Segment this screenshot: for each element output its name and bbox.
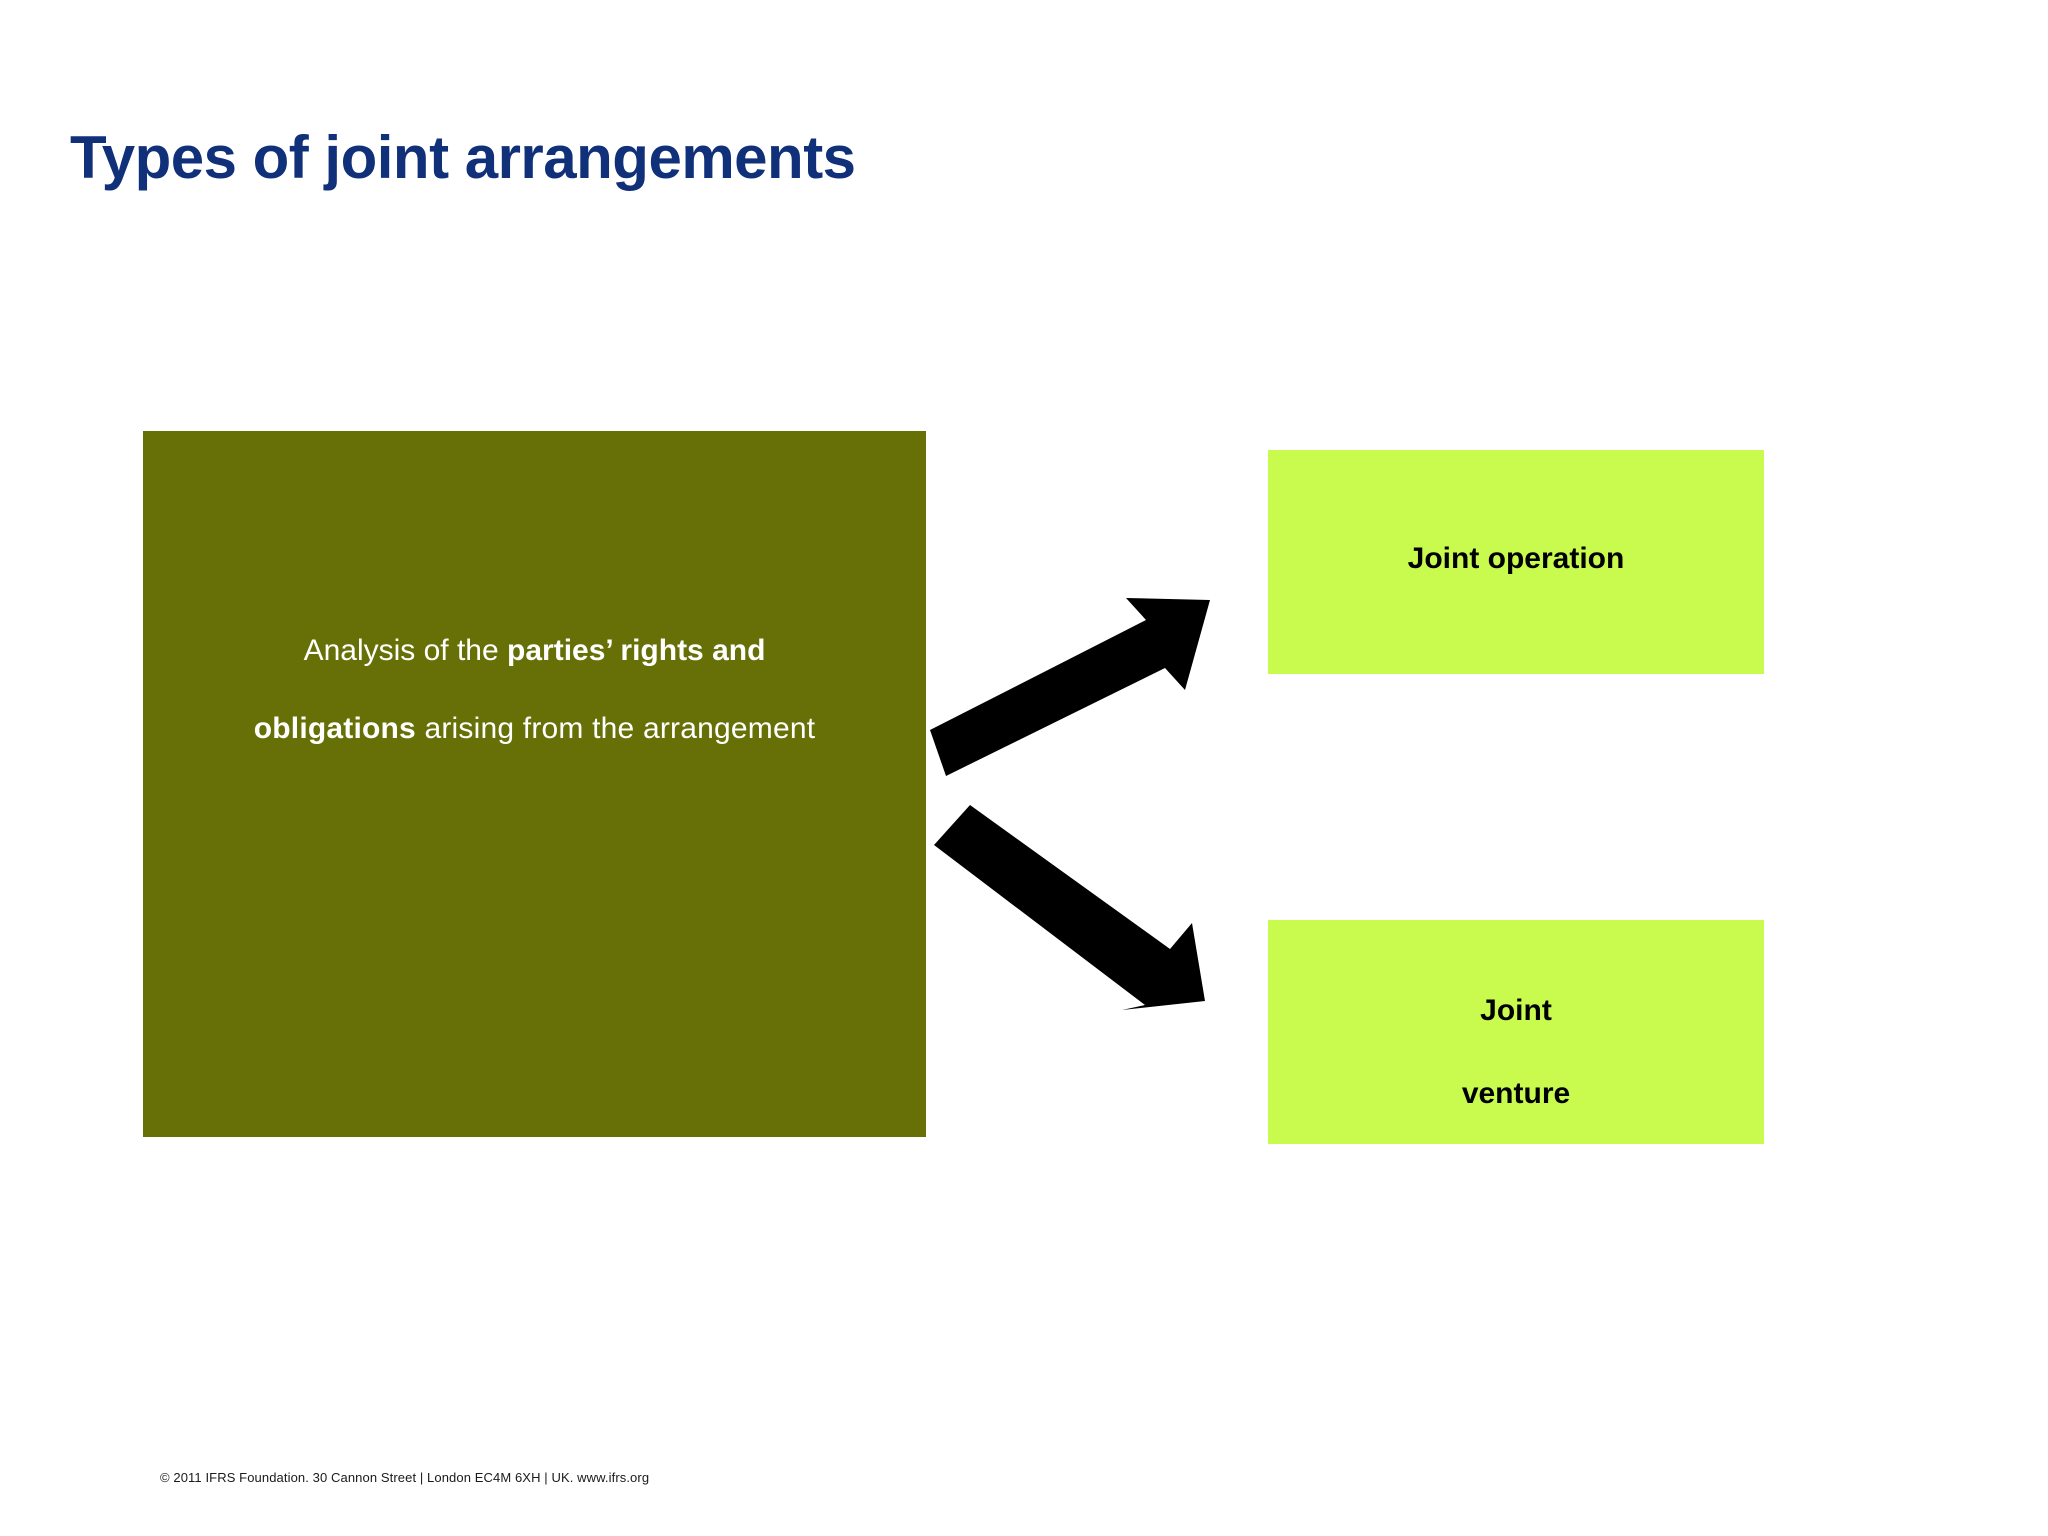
footer-copyright: © 2011 IFRS Foundation. 30 Cannon Street… <box>160 1470 650 1485</box>
source-analysis-line-1: Analysis of the parties’ rights and <box>157 636 912 666</box>
outcome-label-joint-operation: Joint operation <box>1407 542 1625 575</box>
page-title: Types of joint arrangements <box>70 124 856 191</box>
source-analysis-line-2-bold: obligations <box>253 712 416 745</box>
arrow-up-right-icon <box>930 580 1230 780</box>
source-analysis-text: Analysis of the parties’ rights and obli… <box>143 636 926 744</box>
outcome-box-joint-venture[interactable]: Joint venture <box>1268 920 1764 1144</box>
source-analysis-box: Analysis of the parties’ rights and obli… <box>143 431 926 1137</box>
source-analysis-line-2: obligations arising from the arrangement <box>157 714 912 744</box>
source-analysis-line-2-normal: arising from the arrangement <box>415 712 816 745</box>
arrow-up-right-svg <box>930 598 1210 776</box>
outcome-box-joint-operation[interactable]: Joint operation <box>1268 450 1764 674</box>
source-analysis-line-1-bold: parties’ rights and <box>507 634 766 667</box>
outcome-label-joint-venture-line-2: venture <box>1461 1077 1571 1110</box>
source-analysis-line-1-normal: Analysis of the <box>303 634 508 667</box>
arrow-down-right-icon <box>930 805 1230 1020</box>
outcome-label-joint-venture-line-1: Joint <box>1480 994 1552 1027</box>
arrow-down-right-svg <box>934 805 1205 1010</box>
